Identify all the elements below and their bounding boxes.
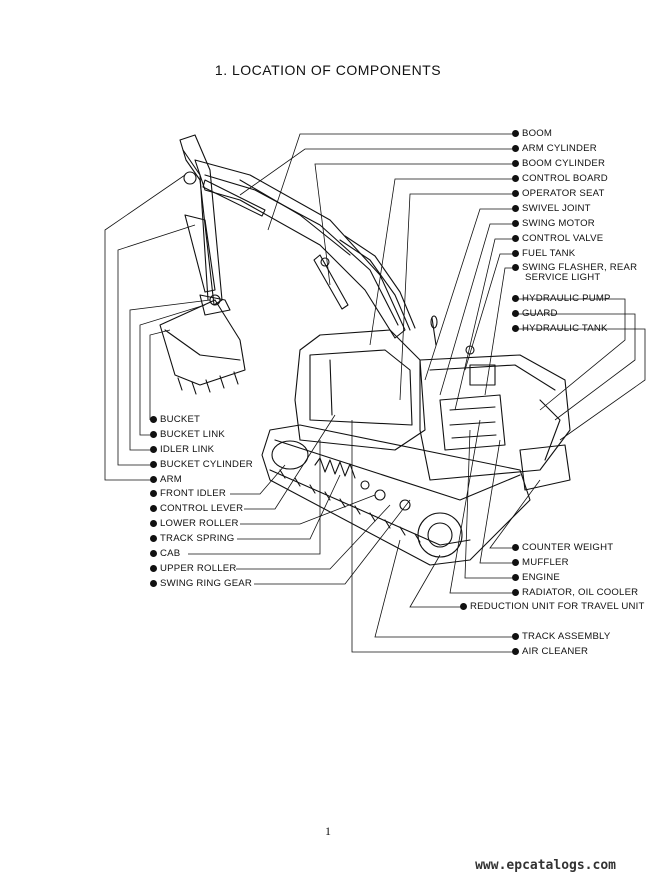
- bullet-icon: [150, 579, 157, 587]
- bullet-icon: [150, 430, 157, 438]
- bullet-icon: [460, 602, 467, 610]
- label-fuel-tank: FUEL TANK: [512, 248, 575, 260]
- bullet-icon: [150, 475, 157, 483]
- label-hydraulic-tank: HYDRAULIC TANK: [512, 323, 608, 335]
- cab-drawing: [294, 329, 426, 451]
- label-boom: BOOM: [512, 128, 552, 140]
- bullet-icon: [512, 144, 519, 152]
- bullet-icon: [512, 309, 519, 317]
- bullet-icon: [150, 445, 157, 453]
- label-upper-roller: UPPER ROLLER: [150, 563, 237, 575]
- label-boom-cylinder: BOOM CYLINDER: [512, 158, 605, 170]
- bullet-icon: [512, 647, 519, 655]
- label-radiator: RADIATOR, OIL COOLER: [512, 587, 638, 599]
- label-bucket: BUCKET: [150, 414, 200, 426]
- bullet-icon: [150, 504, 157, 512]
- label-control-valve: CONTROL VALVE: [512, 233, 603, 245]
- label-bucket-cylinder: BUCKET CYLINDER: [150, 459, 253, 471]
- boom-cylinder-drawing: [313, 254, 349, 310]
- watermark: www.epcatalogs.com: [475, 858, 616, 873]
- arm-drawing: [179, 134, 223, 306]
- bullet-icon: [512, 204, 519, 212]
- bullet-icon: [512, 219, 519, 227]
- bullet-icon: [150, 460, 157, 468]
- counterweight-drawing: [519, 444, 571, 491]
- label-counter-weight: COUNTER WEIGHT: [512, 542, 613, 554]
- label-guard: GUARD: [512, 308, 558, 320]
- front-idler-drawing: [271, 440, 309, 470]
- bullet-icon: [150, 415, 157, 423]
- label-cab: CAB: [150, 548, 180, 560]
- bullet-icon: [512, 543, 519, 551]
- bullet-icon: [150, 534, 157, 542]
- bullet-icon: [512, 263, 519, 271]
- label-swing-ring-gear: SWING RING GEAR: [150, 578, 252, 590]
- label-reduction-unit: REDUCTION UNIT FOR TRAVEL UNIT: [460, 601, 645, 613]
- label-swivel-joint: SWIVEL JOINT: [512, 203, 591, 215]
- label-swing-flasher-line2: SERVICE LIGHT: [525, 272, 601, 283]
- bullet-icon: [512, 189, 519, 197]
- label-swing-flasher: SWING FLASHER, REAR: [512, 262, 637, 274]
- bullet-icon: [512, 249, 519, 257]
- bullet-icon: [512, 174, 519, 182]
- bullet-icon: [150, 549, 157, 557]
- bullet-icon: [512, 558, 519, 566]
- label-track-assembly: TRACK ASSEMBLY: [512, 631, 610, 643]
- label-bucket-link: BUCKET LINK: [150, 429, 225, 441]
- label-track-spring: TRACK SPRING: [150, 533, 234, 545]
- upper-structure-drawing: [419, 354, 571, 481]
- bullet-icon: [512, 159, 519, 167]
- bullet-icon: [512, 234, 519, 242]
- bucket-cylinder-drawing: [184, 214, 216, 293]
- label-arm: ARM: [150, 474, 182, 486]
- sprocket-drawing: [417, 512, 463, 558]
- label-idler-link: IDLER LINK: [150, 444, 214, 456]
- bullet-icon: [512, 129, 519, 137]
- arm-cylinder-drawing: [202, 179, 266, 217]
- label-control-lever: CONTROL LEVER: [150, 503, 243, 515]
- bullet-icon: [150, 519, 157, 527]
- bullet-icon: [512, 573, 519, 581]
- bucket-drawing: [159, 299, 246, 386]
- label-air-cleaner: AIR CLEANER: [512, 646, 588, 658]
- bullet-icon: [150, 564, 157, 572]
- bullet-icon: [512, 324, 519, 332]
- track-assembly-drawing: [261, 424, 531, 566]
- label-swing-motor: SWING MOTOR: [512, 218, 595, 230]
- page-title: 1. LOCATION OF COMPONENTS: [214, 62, 442, 78]
- label-operator-seat: OPERATOR SEAT: [512, 188, 605, 200]
- label-front-idler: FRONT IDLER: [150, 488, 226, 500]
- bullet-icon: [512, 294, 519, 302]
- label-engine: ENGINE: [512, 572, 560, 584]
- track-spring-drawing: [314, 457, 356, 479]
- label-lower-roller: LOWER ROLLER: [150, 518, 239, 530]
- label-control-board: CONTROL BOARD: [512, 173, 608, 185]
- page-number: 1: [325, 824, 331, 838]
- bullet-icon: [150, 489, 157, 497]
- bullet-icon: [512, 632, 519, 640]
- label-muffler: MUFFLER: [512, 557, 569, 569]
- label-hydraulic-pump: HYDRAULIC PUMP: [512, 293, 611, 305]
- boom-drawing: [194, 159, 406, 339]
- label-arm-cylinder: ARM CYLINDER: [512, 143, 597, 155]
- bullet-icon: [512, 588, 519, 596]
